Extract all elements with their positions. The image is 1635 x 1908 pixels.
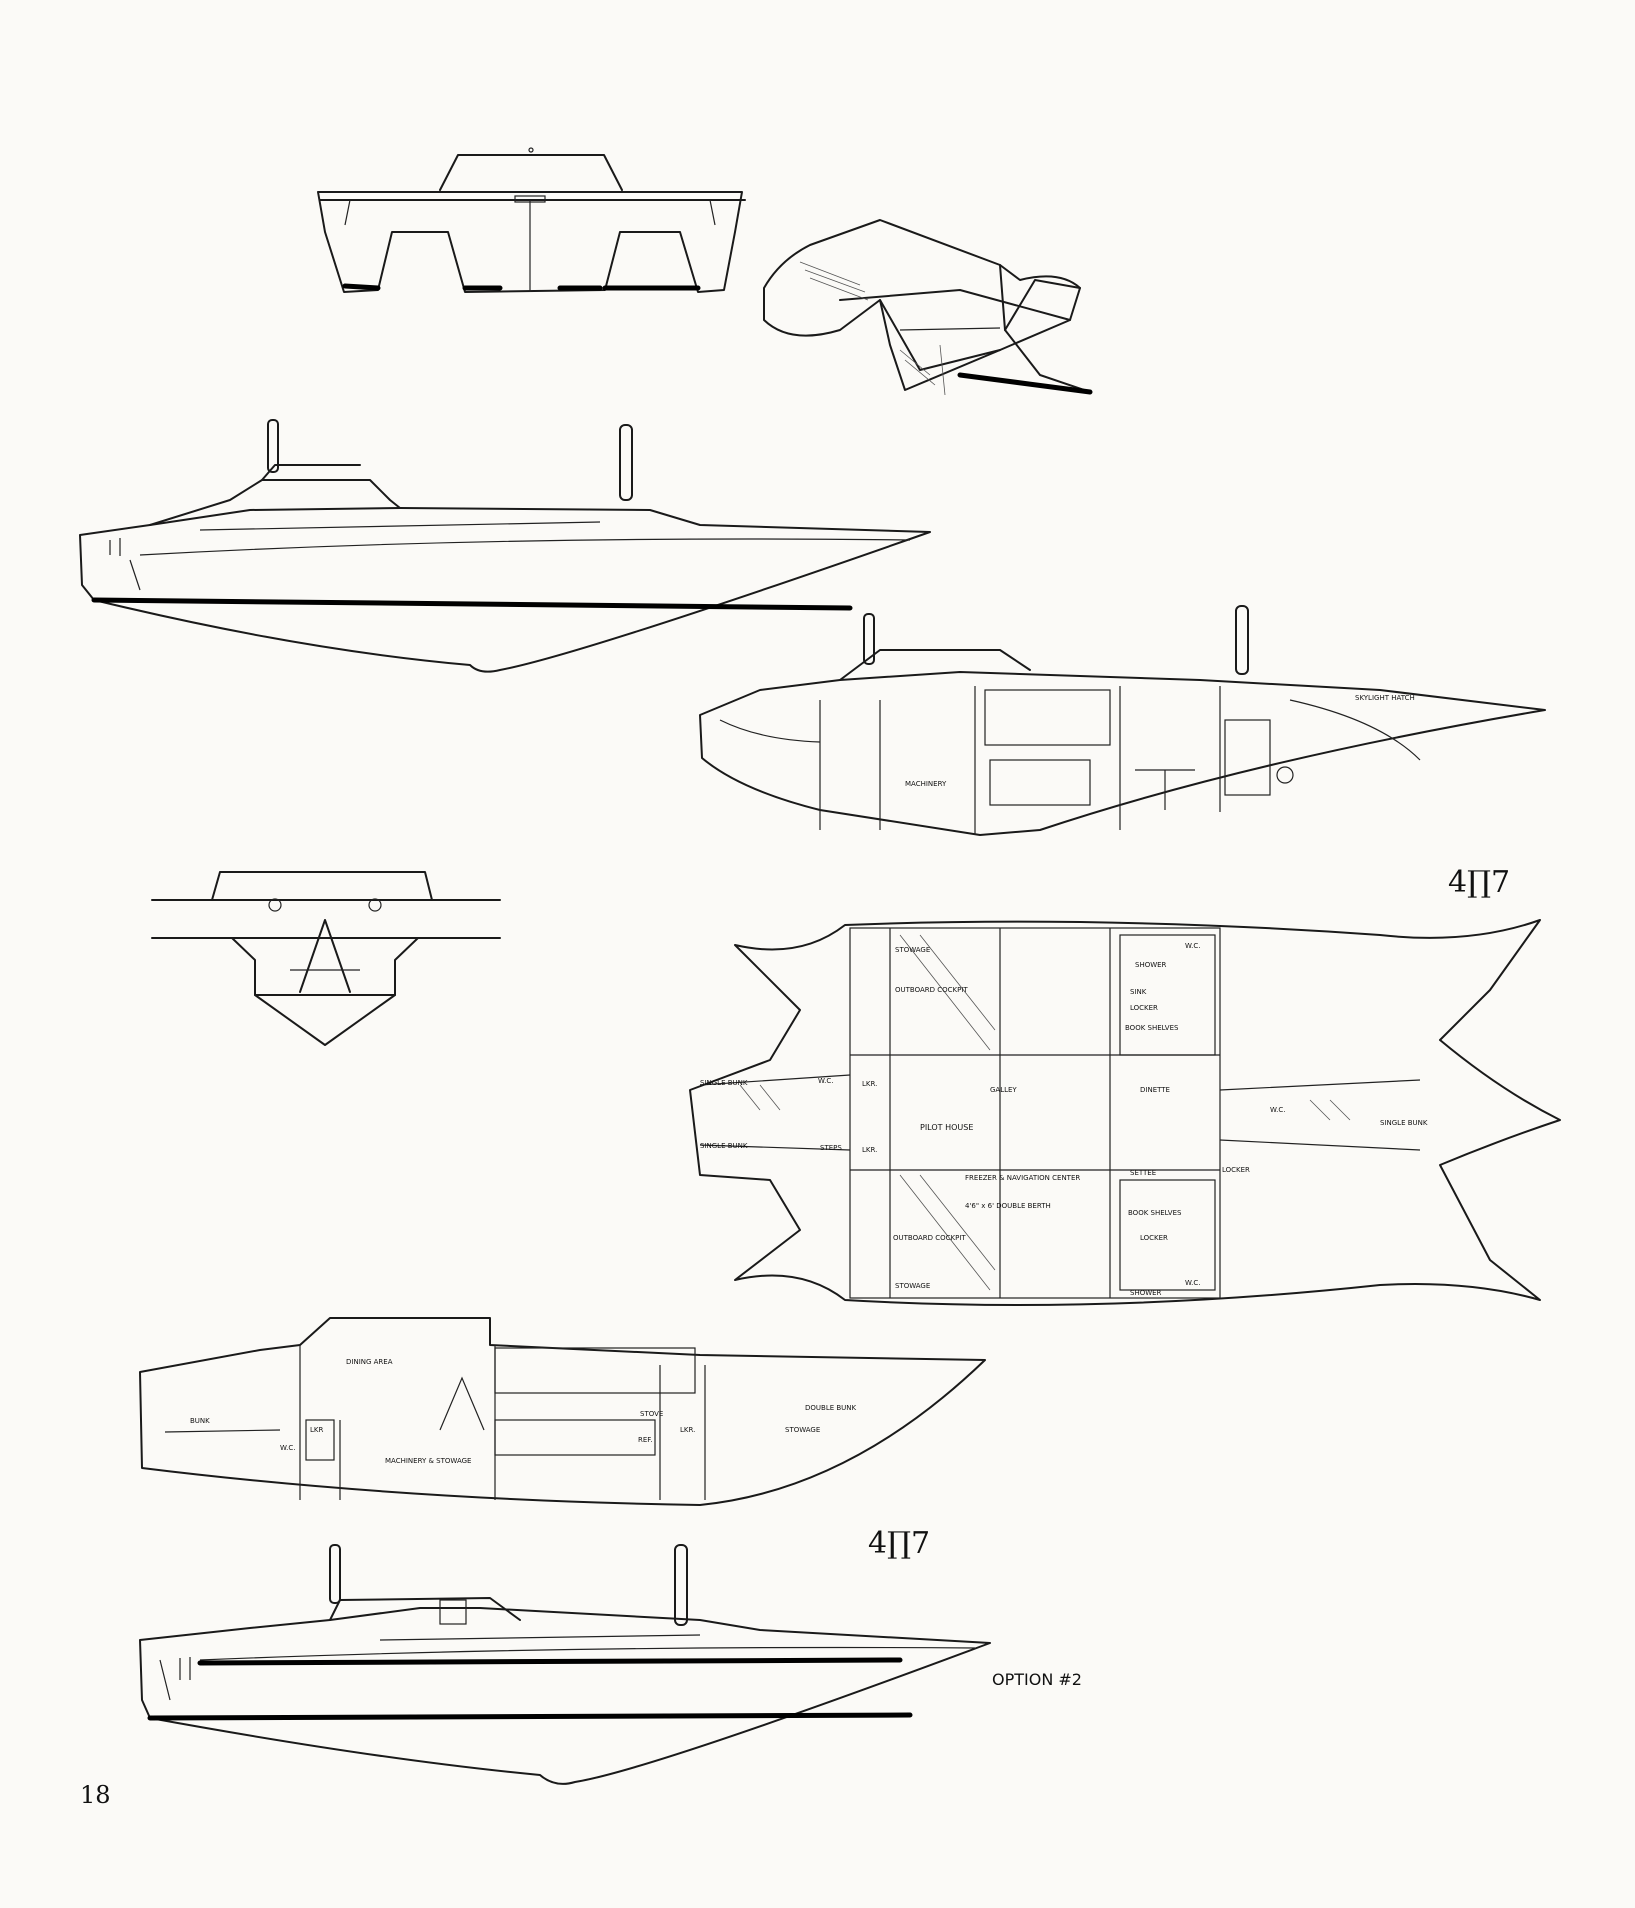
lkr-bottom-label: LKR. xyxy=(862,1146,877,1154)
accommodation-plan: STOWAGE OUTBOARD COCKPIT W.C. SHOWER SIN… xyxy=(689,919,1561,1306)
settee-label: SETTEE xyxy=(1130,1169,1156,1177)
double-bunk-label: DOUBLE BUNK xyxy=(805,1404,857,1412)
freezer-navigation-label: FREEZER & NAVIGATION CENTER xyxy=(965,1174,1080,1182)
wc-bottom-label: W.C. xyxy=(1185,1279,1200,1287)
logo-mark-1: 4∏7 xyxy=(1448,865,1510,900)
single-bunk-left-top-label: SINGLE BUNK xyxy=(700,1079,748,1087)
locker-right-label: LOCKER xyxy=(1222,1166,1250,1174)
locker-bottom-label: LOCKER xyxy=(1140,1234,1168,1242)
cross-section-drawing xyxy=(151,871,501,1046)
book-shelves-top-label: BOOK SHELVES xyxy=(1125,1024,1179,1032)
wc-top-label: W.C. xyxy=(1185,942,1200,950)
dinette-label: DINETTE xyxy=(1140,1086,1170,1094)
lkr-top-label: LKR. xyxy=(862,1080,877,1088)
steps-label: STEPS xyxy=(820,1144,842,1152)
skylight-hatch-label: SKYLIGHT HATCH xyxy=(1355,694,1415,702)
sink-label: SINK xyxy=(1130,988,1147,996)
profile-elevation-2 xyxy=(139,1544,991,1785)
locker-top-label: LOCKER xyxy=(1130,1004,1158,1012)
longitudinal-section: DINING AREA BUNK W.C. LKR MACHINERY & ST… xyxy=(139,1317,986,1506)
outboard-cockpit-top-label: OUTBOARD COCKPIT xyxy=(895,986,968,994)
stern-view-drawing xyxy=(317,147,746,293)
bunk-label: BUNK xyxy=(190,1417,210,1425)
profile-cutaway: MACHINERY SKYLIGHT HATCH xyxy=(699,605,1546,836)
option-label: OPTION #2 xyxy=(992,1670,1082,1689)
book-shelves-bottom-label: BOOK SHELVES xyxy=(1128,1209,1182,1217)
section-stowage-label: STOWAGE xyxy=(785,1426,820,1434)
pilot-house-label: PILOT HOUSE xyxy=(920,1123,973,1132)
single-bunk-left-bottom-label: SINGLE BUNK xyxy=(700,1142,748,1150)
perspective-sketch xyxy=(763,219,1093,396)
stove-label: STOVE xyxy=(640,1410,663,1418)
stowage-top-label: STOWAGE xyxy=(895,946,930,954)
wc-right-label: W.C. xyxy=(1270,1106,1285,1114)
profile-elevation-1 xyxy=(79,419,931,673)
stowage-bottom-label: STOWAGE xyxy=(895,1282,930,1290)
page-number: 18 xyxy=(80,1781,111,1809)
single-bunk-right-label: SINGLE BUNK xyxy=(1380,1119,1428,1127)
ref-label: REF. xyxy=(638,1436,652,1444)
outboard-cockpit-bottom-label: OUTBOARD COCKPIT xyxy=(893,1234,966,1242)
shower-top-label: SHOWER xyxy=(1135,961,1167,969)
double-berth-label: 4'6" x 6' DOUBLE BERTH xyxy=(965,1202,1051,1210)
logo-mark-2: 4∏7 xyxy=(868,1526,930,1561)
machinery-stowage-label: MACHINERY & STOWAGE xyxy=(385,1457,471,1465)
section-lkr2-label: LKR. xyxy=(680,1426,695,1434)
section-wc-label: W.C. xyxy=(280,1444,295,1452)
dining-area-label: DINING AREA xyxy=(346,1358,393,1366)
machinery-label: MACHINERY xyxy=(905,780,947,788)
wc-left-label: W.C. xyxy=(818,1077,833,1085)
shower-bottom-label: SHOWER xyxy=(1130,1289,1162,1297)
galley-label: GALLEY xyxy=(990,1086,1017,1094)
section-lkr-label: LKR xyxy=(310,1426,323,1434)
